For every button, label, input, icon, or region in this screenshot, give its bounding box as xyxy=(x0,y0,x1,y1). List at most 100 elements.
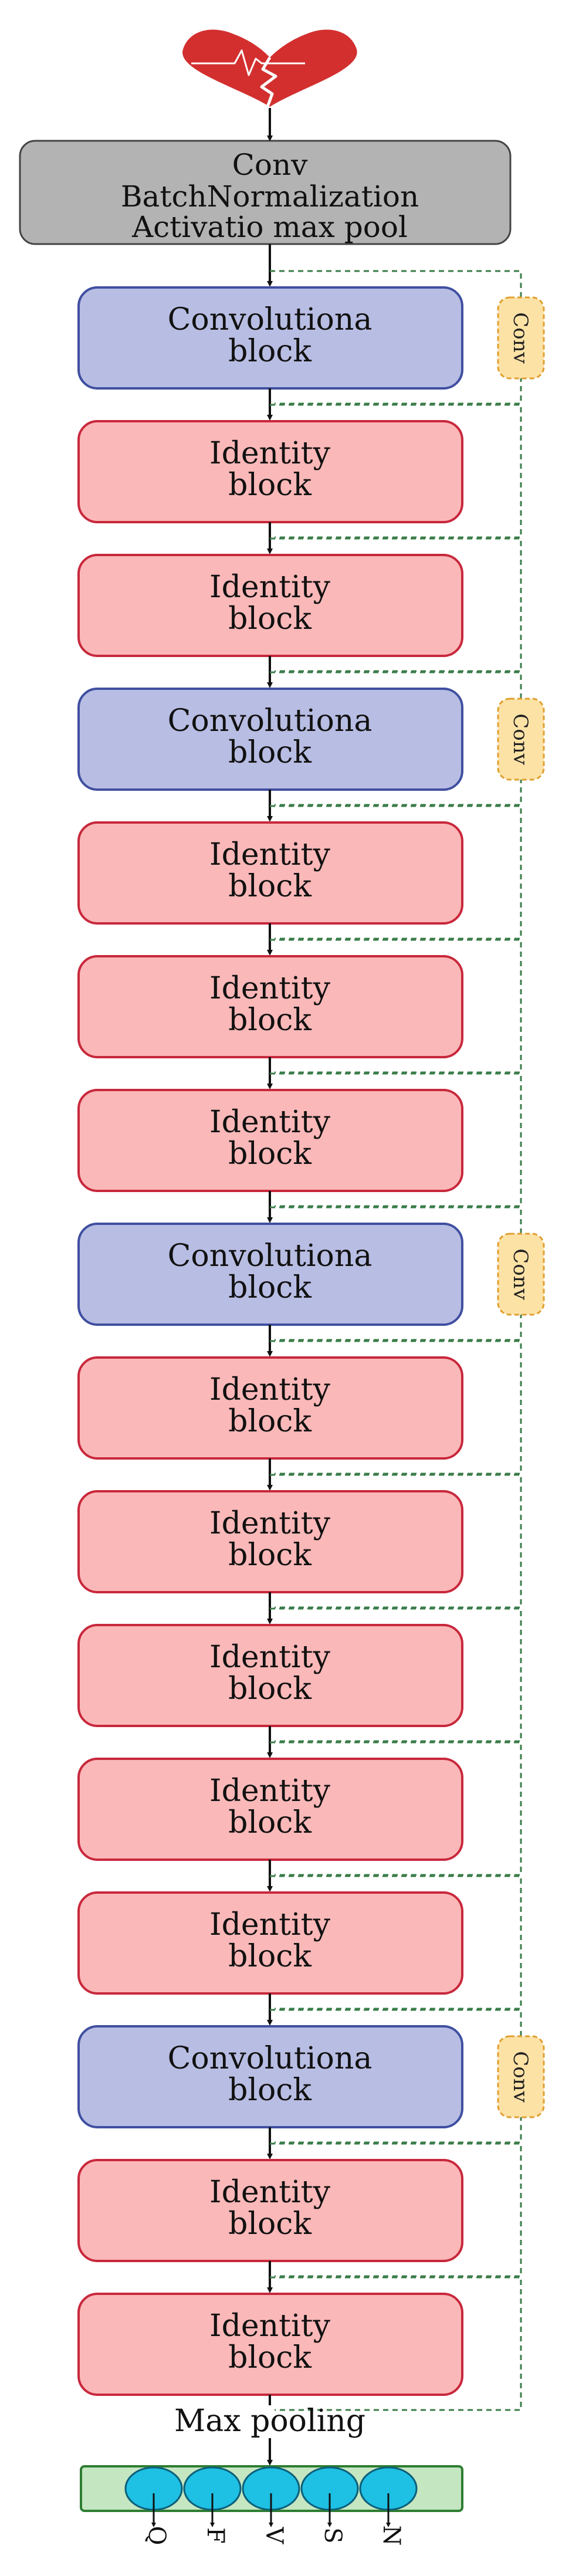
output-class-label: N xyxy=(378,2526,405,2546)
skip-connection xyxy=(270,2276,522,2411)
block-title: Identity xyxy=(209,570,331,605)
output-class-label: Q xyxy=(143,2526,170,2545)
skip-connection xyxy=(270,1340,522,1475)
skip-connection xyxy=(270,1875,522,2010)
block-subtitle: block xyxy=(228,1270,311,1305)
skip-connection xyxy=(270,2009,522,2144)
block-title: Convolutiona xyxy=(168,1238,373,1274)
block-title: Identity xyxy=(209,2308,331,2344)
output-node: F xyxy=(183,2466,242,2544)
skip-connection xyxy=(270,671,522,806)
block-subtitle: block xyxy=(228,869,311,904)
block-title: Identity xyxy=(209,971,331,1006)
output-node: V xyxy=(242,2466,300,2545)
block-title: Identity xyxy=(209,1907,331,1942)
conv-badge-label: Conv xyxy=(509,312,532,364)
skip-connection xyxy=(270,270,522,405)
block-subtitle: block xyxy=(228,468,311,503)
block-subtitle: block xyxy=(228,334,311,369)
block-title: Identity xyxy=(209,1640,331,1675)
input-block-box xyxy=(19,140,512,245)
heart-crack xyxy=(260,56,277,107)
conv-badge-label: Conv xyxy=(509,2051,532,2103)
input-block: Conv BatchNormalization Activatio max po… xyxy=(19,140,512,245)
block-subtitle: block xyxy=(228,1538,311,1573)
input-block-line-1: Conv xyxy=(232,148,309,182)
block-title: Convolutiona xyxy=(168,302,373,337)
block-subtitle: block xyxy=(228,601,311,637)
skip-connection xyxy=(270,805,522,940)
block-subtitle: block xyxy=(228,1136,311,1172)
block-subtitle: block xyxy=(228,1003,311,1038)
output-class-label: V xyxy=(260,2527,287,2545)
output-class-label: S xyxy=(319,2527,346,2543)
conv-badge-box xyxy=(497,698,545,781)
heart-shape xyxy=(182,29,357,107)
output-node: S xyxy=(300,2466,359,2544)
block-subtitle: block xyxy=(228,2073,311,2108)
skip-connection xyxy=(270,404,522,539)
conv-badge-label: Conv xyxy=(509,713,532,765)
input-block-line-2: BatchNormalization xyxy=(121,180,419,214)
output-node: Q xyxy=(124,2466,183,2545)
skip-connection xyxy=(270,1206,522,1341)
block-subtitle: block xyxy=(228,1404,311,1439)
conv-shortcut-badge: Conv xyxy=(497,2035,545,2118)
skip-connection xyxy=(270,2142,522,2277)
conv-badge-box xyxy=(497,1233,545,1316)
block-title: Identity xyxy=(209,2175,331,2210)
skip-connection xyxy=(270,1072,522,1207)
conv-badge-label: Conv xyxy=(509,1248,532,1300)
block-title: Identity xyxy=(209,1372,331,1407)
block-title: Identity xyxy=(209,837,331,872)
max-pooling-label: Max pooling xyxy=(174,2404,365,2439)
skip-connection xyxy=(270,939,522,1074)
block-title: Convolutiona xyxy=(168,703,373,739)
block-title: Identity xyxy=(209,436,331,471)
block-subtitle: block xyxy=(228,1671,311,1707)
heart-ecg-trace xyxy=(191,49,305,76)
block-title: Convolutiona xyxy=(168,2041,373,2076)
conv-shortcut-badge: Conv xyxy=(497,1233,545,1316)
block-title: Identity xyxy=(209,1773,331,1809)
skip-connection xyxy=(270,537,522,672)
input-block-line-3: Activatio max pool xyxy=(131,210,408,244)
output-class-label: F xyxy=(202,2527,229,2544)
conv-badge-box xyxy=(497,2035,545,2118)
conv-badge-box xyxy=(497,296,545,380)
block-subtitle: block xyxy=(228,1939,311,1974)
skip-connection xyxy=(270,1741,522,1876)
block-title: Identity xyxy=(209,1105,331,1140)
output-node: N xyxy=(359,2466,418,2546)
skip-connection xyxy=(270,1474,522,1609)
block-subtitle: block xyxy=(228,735,311,770)
conv-shortcut-badge: Conv xyxy=(497,296,545,380)
skip-connection xyxy=(270,1607,522,1742)
conv-shortcut-badge: Conv xyxy=(497,698,545,781)
block-subtitle: block xyxy=(228,2206,311,2242)
broken-heart-icon xyxy=(182,29,357,107)
block-subtitle: block xyxy=(228,2340,311,2375)
block-subtitle: block xyxy=(228,1805,311,1840)
block-title: Identity xyxy=(209,1506,331,1541)
